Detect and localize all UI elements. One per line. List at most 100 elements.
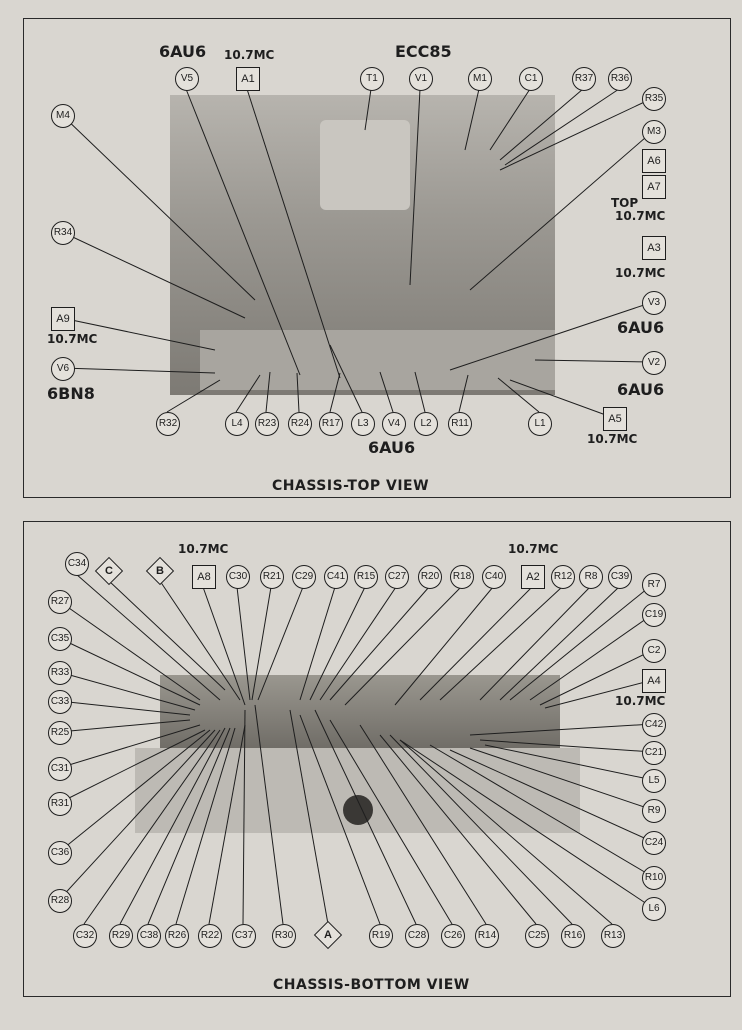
leader-line — [499, 97, 654, 171]
callout-r22: R22 — [198, 924, 222, 948]
tube-label-v1: ECC85 — [395, 42, 452, 61]
freq-note-a1: 10.7MC — [224, 48, 275, 62]
callout-a1: A1 — [236, 67, 260, 91]
leader-line — [329, 586, 430, 701]
leader-line — [246, 88, 341, 379]
leader-line — [469, 723, 654, 736]
callout-r23: R23 — [255, 412, 279, 436]
leader-line — [359, 724, 487, 925]
callout-v6: V6 — [51, 357, 75, 381]
leader-line — [319, 586, 397, 701]
callout-l6: L6 — [642, 897, 666, 921]
leader-line — [251, 586, 272, 701]
leader-line — [299, 714, 381, 925]
leader-line — [419, 586, 533, 701]
leader-line — [202, 586, 246, 706]
callout-c36: C36 — [48, 841, 72, 865]
callout-r17: R17 — [319, 412, 343, 436]
callout-v4: V4 — [382, 412, 406, 436]
callout-v5: V5 — [175, 67, 199, 91]
callout-c32: C32 — [73, 924, 97, 948]
freq-note-a8: 10.7MC — [178, 542, 229, 556]
callout-r12: R12 — [551, 565, 575, 589]
leader-line — [58, 700, 191, 716]
leader-line — [299, 586, 336, 701]
leader-line — [159, 580, 241, 701]
callout-l3: L3 — [351, 412, 375, 436]
leader-line — [296, 372, 300, 413]
freq-note-a4: 10.7MC — [615, 694, 666, 708]
leader-line — [208, 724, 246, 925]
leader-line — [394, 586, 494, 706]
callout-c39: C39 — [608, 565, 632, 589]
leader-line — [509, 379, 615, 419]
callout-r28: R28 — [48, 889, 72, 913]
callout-l2: L2 — [414, 412, 438, 436]
callout-a5: A5 — [603, 407, 627, 431]
callout-r9: R9 — [642, 799, 666, 823]
chassis-front-apron — [200, 330, 555, 390]
chassis-top-panel — [23, 18, 731, 498]
callout-r30: R30 — [272, 924, 296, 948]
callout-r11: R11 — [448, 412, 472, 436]
leader-line — [414, 371, 426, 413]
callout-r19: R19 — [369, 924, 393, 948]
callout-c34: C34 — [65, 552, 89, 576]
callout-c28: C28 — [405, 924, 429, 948]
leader-line — [499, 586, 620, 701]
leader-line — [379, 734, 537, 925]
top-view-caption: CHASSIS-TOP VIEW — [272, 478, 430, 494]
freq-note-a2: 10.7MC — [508, 542, 559, 556]
leader-line — [236, 586, 251, 701]
callout-r15: R15 — [354, 565, 378, 589]
callout-c33: C33 — [48, 690, 72, 714]
tube-label-v4: 6AU6 — [368, 438, 416, 457]
leader-line — [58, 724, 201, 769]
leader-line — [469, 130, 654, 291]
leader-line — [61, 231, 246, 319]
callout-a-diamond: A — [313, 920, 343, 950]
chassis-bottom-panel — [23, 521, 731, 997]
callout-c24: C24 — [642, 831, 666, 855]
tube-label-v3: 6AU6 — [617, 318, 665, 337]
callout-c30: C30 — [226, 565, 250, 589]
leader-line — [309, 586, 366, 701]
callout-r31: R31 — [48, 792, 72, 816]
callout-c1: C1 — [519, 67, 543, 91]
callout-c38: C38 — [137, 924, 161, 948]
callout-r26: R26 — [165, 924, 189, 948]
tube-label-v5: 6AU6 — [159, 42, 207, 61]
chassis-bottom-photo — [160, 675, 560, 750]
leader-line — [429, 744, 654, 878]
callout-r14: R14 — [475, 924, 499, 948]
leader-line — [58, 729, 216, 901]
leader-line — [497, 377, 540, 413]
leader-line — [399, 739, 613, 925]
leader-line — [242, 709, 246, 925]
top-note-a7: TOP — [611, 196, 639, 210]
leader-line — [289, 709, 329, 925]
callout-c2: C2 — [642, 639, 666, 663]
leader-line — [464, 88, 480, 151]
callout-r35: R35 — [642, 87, 666, 111]
leader-line — [166, 379, 221, 413]
callout-l1: L1 — [528, 412, 552, 436]
callout-c35: C35 — [48, 627, 72, 651]
leader-line — [329, 344, 363, 413]
callout-r24: R24 — [288, 412, 312, 436]
callout-r33: R33 — [48, 661, 72, 685]
leader-line — [185, 88, 301, 376]
leader-line — [389, 734, 573, 925]
leader-line — [61, 317, 216, 351]
leader-line — [449, 301, 654, 371]
leader-line — [175, 727, 236, 925]
leader-line — [364, 88, 372, 131]
callout-r7: R7 — [642, 573, 666, 597]
callout-m4: M4 — [51, 104, 75, 128]
leader-line — [479, 586, 591, 701]
callout-c29: C29 — [292, 565, 316, 589]
callout-r32: R32 — [156, 412, 180, 436]
callout-c21: C21 — [642, 741, 666, 765]
callout-c42: C42 — [642, 713, 666, 737]
